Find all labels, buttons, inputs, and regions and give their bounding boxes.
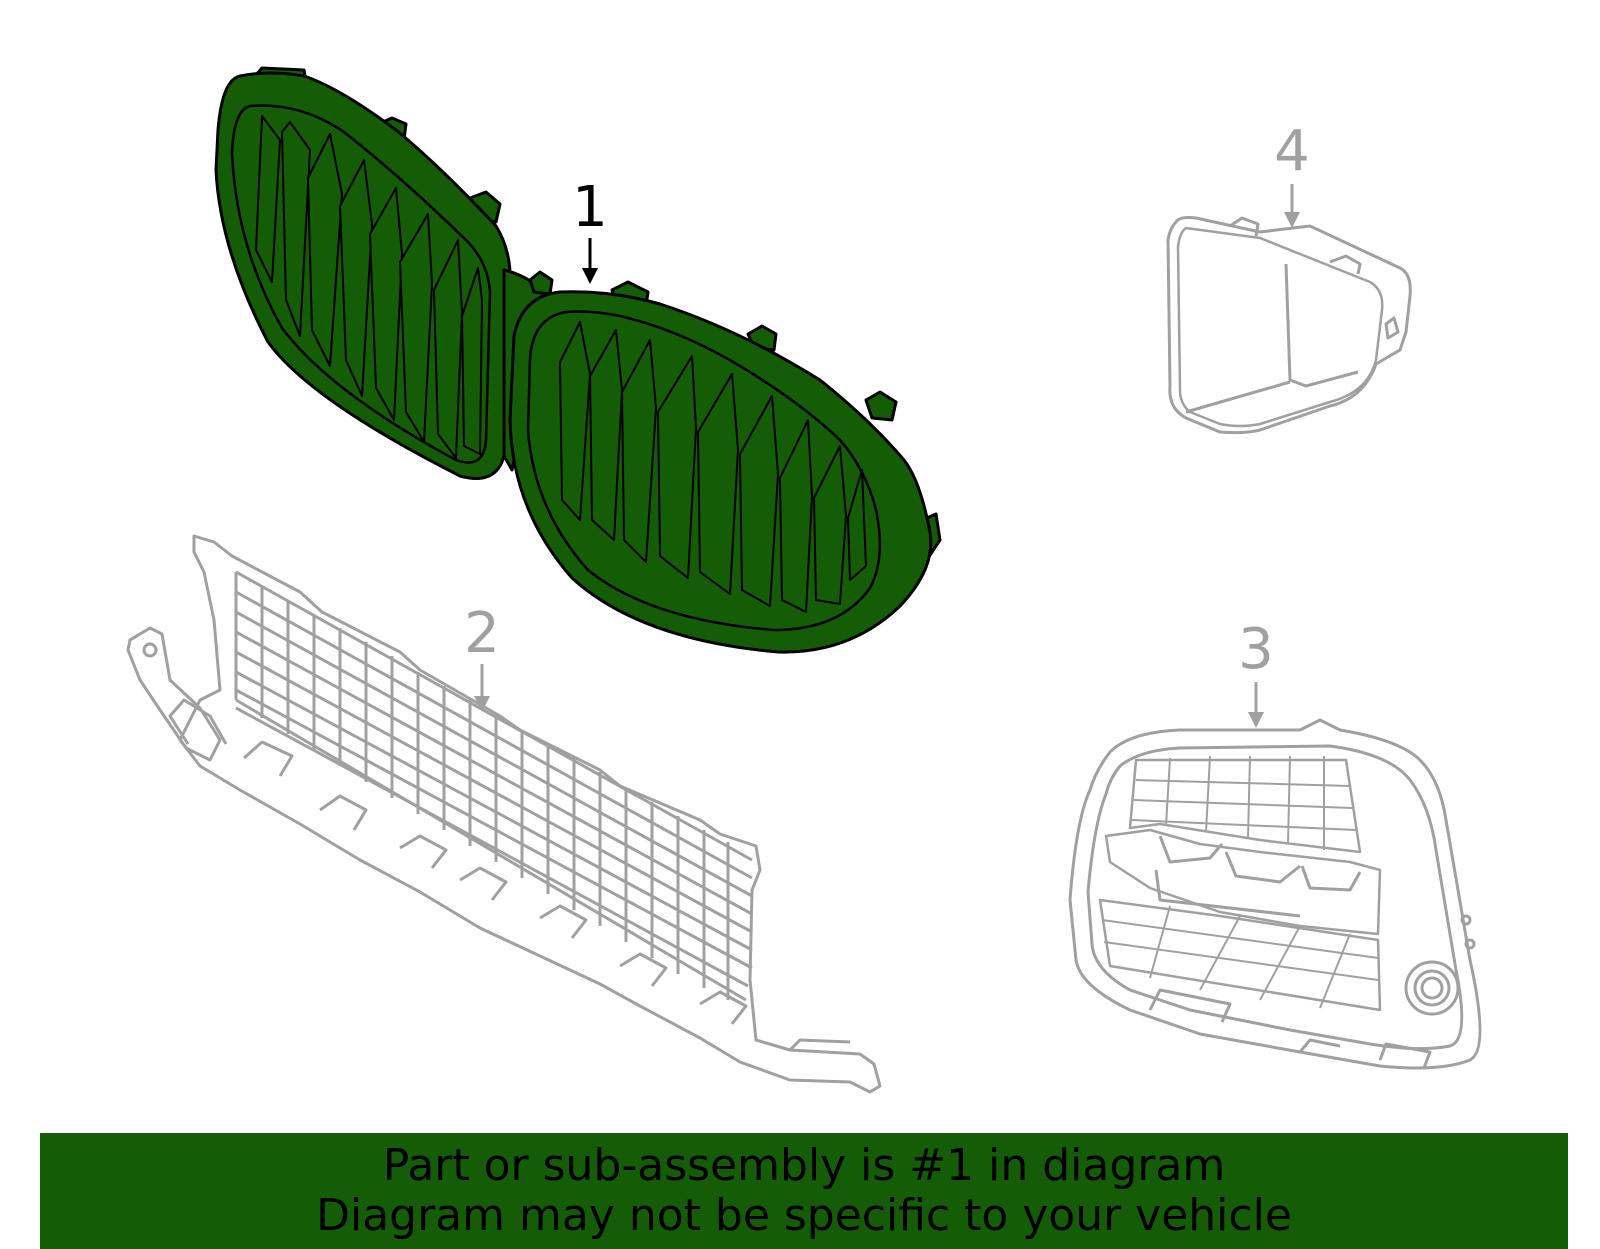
callout-4: 4 <box>1274 119 1310 228</box>
callout-2: 2 <box>464 601 500 712</box>
info-banner: Part or sub-assembly is #1 in diagram Di… <box>40 1133 1568 1249</box>
callout-1: 1 <box>572 175 608 284</box>
part-1-kidney-grille[interactable] <box>214 66 942 654</box>
callout-4-number: 4 <box>1274 119 1310 184</box>
callout-3: 3 <box>1238 617 1274 728</box>
callout-3-number: 3 <box>1238 617 1274 682</box>
part-2-lower-grille[interactable] <box>126 534 882 1094</box>
callout-2-arrow <box>474 696 490 712</box>
callout-4-arrow <box>1284 212 1300 228</box>
part-4-air-duct[interactable] <box>1166 216 1412 435</box>
callout-1-arrow <box>582 268 598 284</box>
part-3-fog-lamp-bezel[interactable] <box>1068 718 1482 1070</box>
callout-2-number: 2 <box>464 601 500 666</box>
callout-1-number: 1 <box>572 175 608 240</box>
banner-line-part-number: Part or sub-assembly is #1 in diagram <box>382 1140 1226 1191</box>
callout-3-arrow <box>1248 712 1264 728</box>
banner-line-disclaimer: Diagram may not be specific to your vehi… <box>316 1190 1292 1241</box>
